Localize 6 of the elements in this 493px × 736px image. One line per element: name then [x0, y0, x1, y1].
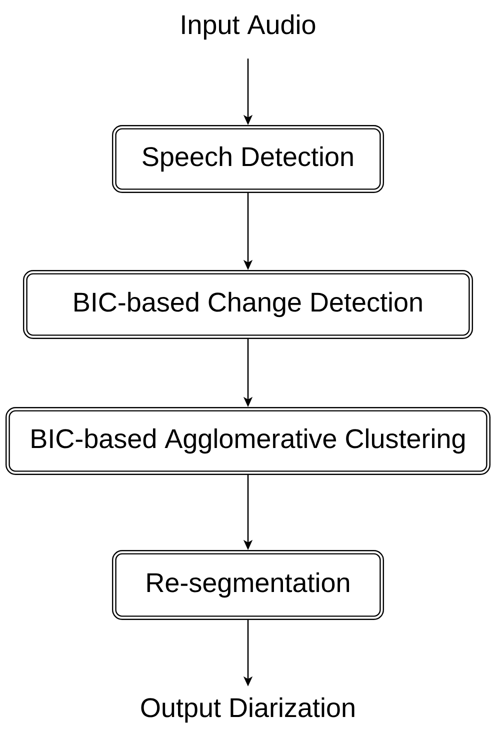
process-box: Re-segmentation [112, 550, 384, 620]
process-box: BIC-based Change Detection [23, 270, 473, 339]
process-box: Speech Detection [112, 125, 384, 193]
process-box: BIC-based Agglomerative Clustering [6, 407, 490, 475]
text-label: Input Audio [182, 14, 316, 40]
text-label: Output Diarization [141, 697, 354, 723]
